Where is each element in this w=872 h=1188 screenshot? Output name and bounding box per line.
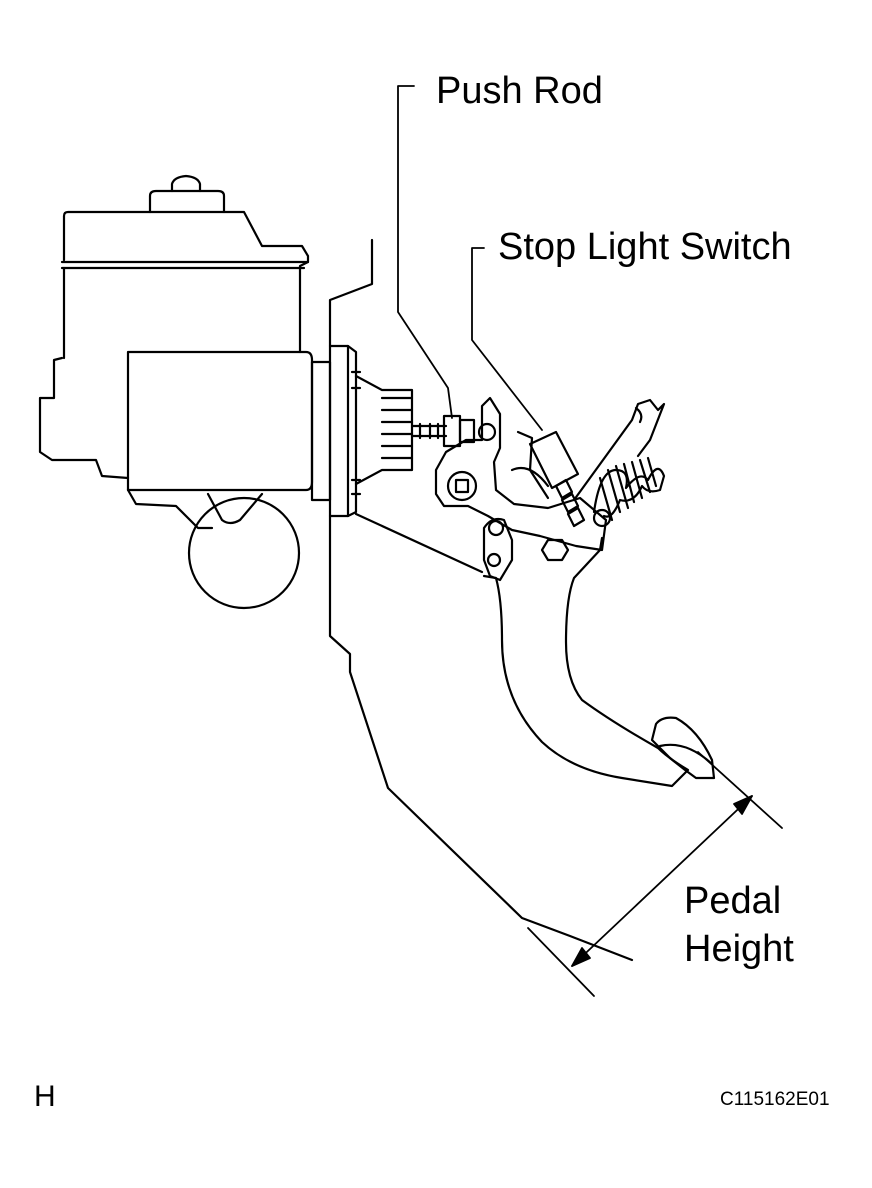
return-spring xyxy=(572,398,666,528)
firewall-panel xyxy=(328,238,634,962)
push-rod-leader xyxy=(397,85,453,419)
stop-light-switch-label: Stop Light Switch xyxy=(498,226,792,268)
pedal-bracket xyxy=(434,396,608,552)
stop-light-switch-leader xyxy=(471,247,543,431)
vacuum-canister xyxy=(187,496,301,610)
brake-pedal xyxy=(482,517,716,788)
pedal-height-label-line2: Height xyxy=(684,928,794,970)
push-rod-label: Push Rod xyxy=(436,70,603,112)
label-leaders xyxy=(397,85,543,431)
master-cylinder-body xyxy=(38,344,362,530)
booster-threaded-boss xyxy=(354,374,414,486)
master-cylinder-reservoir xyxy=(60,174,310,360)
figure-code: C115162E01 xyxy=(720,1089,830,1110)
pedal-height-dimension xyxy=(527,751,783,997)
corner-letter: H xyxy=(34,1080,56,1113)
pedal-height-label-line1: Pedal xyxy=(684,880,782,922)
stop-light-switch xyxy=(528,430,586,528)
push-rod xyxy=(410,414,476,448)
